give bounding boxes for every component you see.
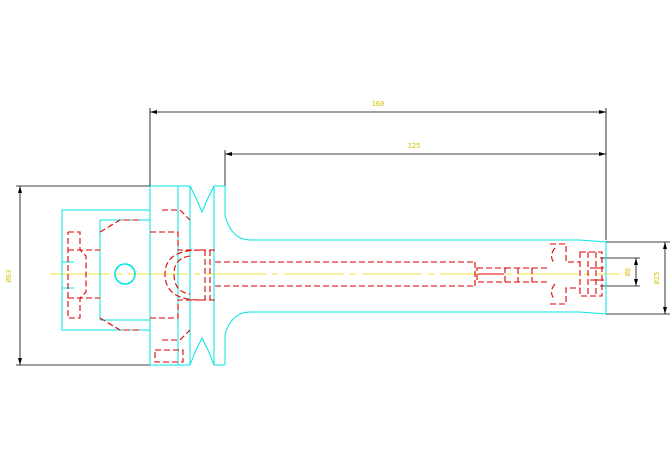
dimension-arrows [18,110,667,365]
hidden-details [478,267,604,281]
dim-flange-diameter: Ø63 [5,270,13,283]
holder-outline [61,185,607,366]
dim-shank-length: 125 [408,142,421,150]
dim-overall-length: 160 [372,100,385,108]
dimension-lines [16,108,670,366]
dim-bore-diameter: Ø6 [624,268,632,276]
dim-nose-diameter: Ø25 [653,272,661,285]
hidden-lines [67,209,603,363]
